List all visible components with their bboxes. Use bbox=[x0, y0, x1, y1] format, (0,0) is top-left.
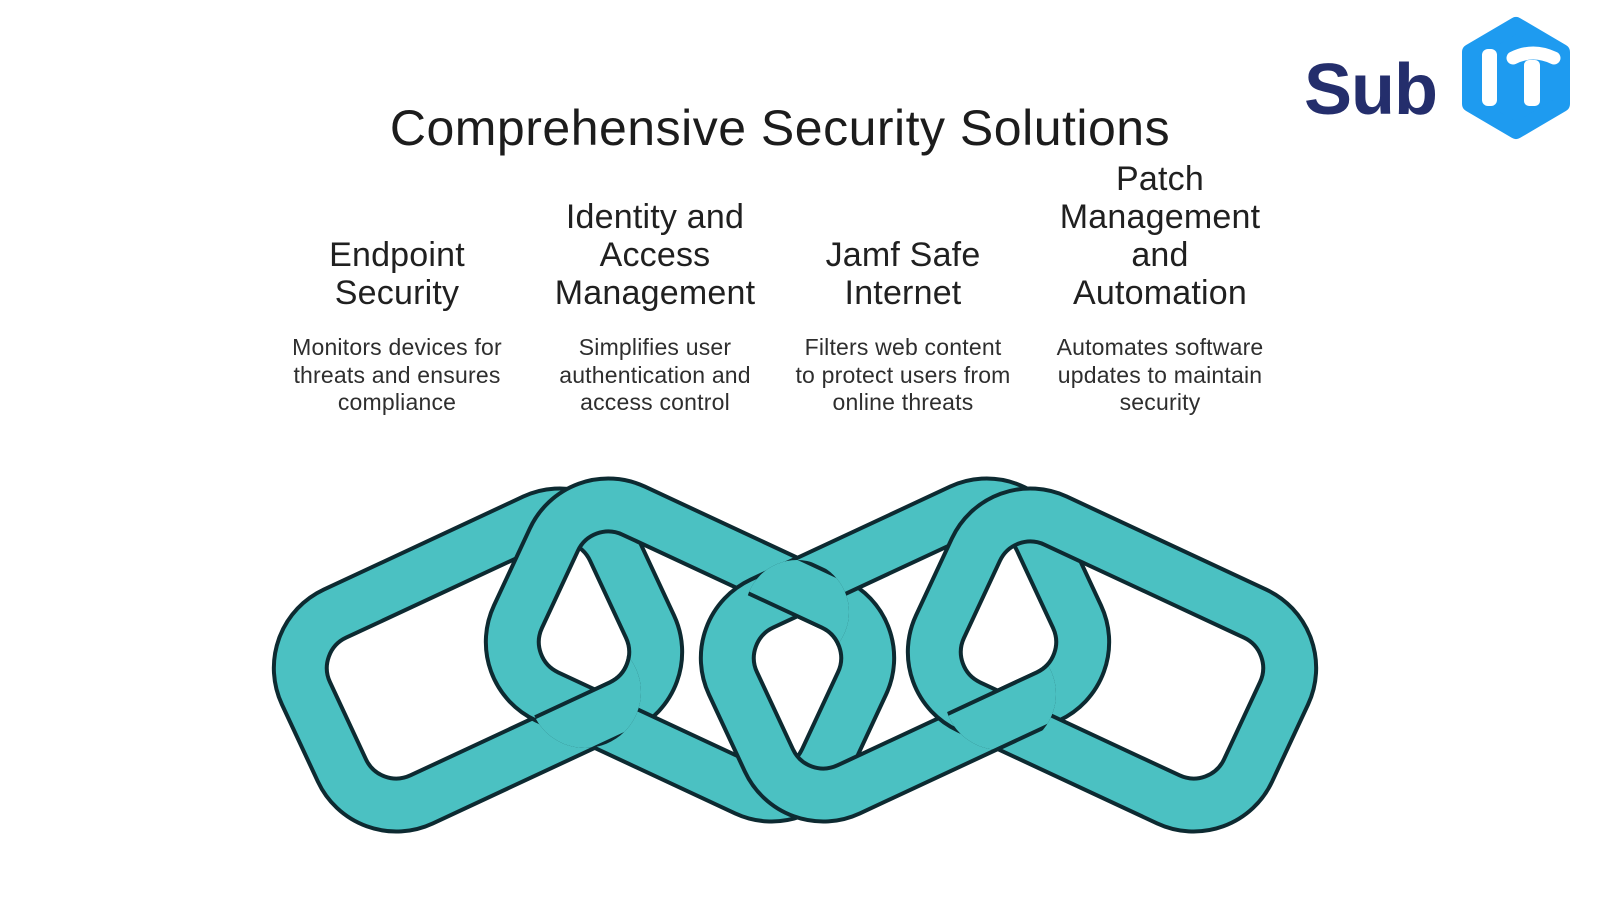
chain-link-1-draw bbox=[281, 495, 676, 824]
solution-title: Patch Management and Automation bbox=[1059, 160, 1261, 312]
solutions-columns: Endpoint Security Monitors devices for t… bbox=[0, 154, 1600, 424]
solution-description: Monitors devices for threats and ensures… bbox=[292, 334, 502, 415]
solution-column-identity-access-management: Identity and Access Management Simplifie… bbox=[520, 154, 790, 417]
solution-column-jamf-safe-internet: Jamf Safe Internet Filters web content t… bbox=[768, 154, 1038, 417]
solution-column-endpoint-security: Endpoint Security Monitors devices for t… bbox=[262, 154, 532, 417]
solution-description: Automates software updates to maintain s… bbox=[1056, 334, 1264, 415]
solution-description: Filters web content to protect users fro… bbox=[795, 334, 1011, 415]
solution-description: Simplifies user authentication and acces… bbox=[559, 334, 751, 415]
solution-column-patch-management-automation: Patch Management and Automation Automate… bbox=[1025, 154, 1295, 417]
logo-badge-text-it bbox=[1482, 46, 1561, 106]
solution-title: Endpoint Security bbox=[329, 236, 465, 312]
logo-text: Sub bbox=[1304, 50, 1438, 130]
page-title: Comprehensive Security Solutions bbox=[389, 99, 1171, 156]
logo: Sub bbox=[1290, 8, 1590, 148]
solution-title: Jamf Safe Internet bbox=[825, 236, 981, 312]
solution-title: Identity and Access Management bbox=[554, 198, 756, 312]
chain-link-4-draw bbox=[915, 495, 1310, 824]
logo-hexagon-icon bbox=[1462, 17, 1570, 139]
